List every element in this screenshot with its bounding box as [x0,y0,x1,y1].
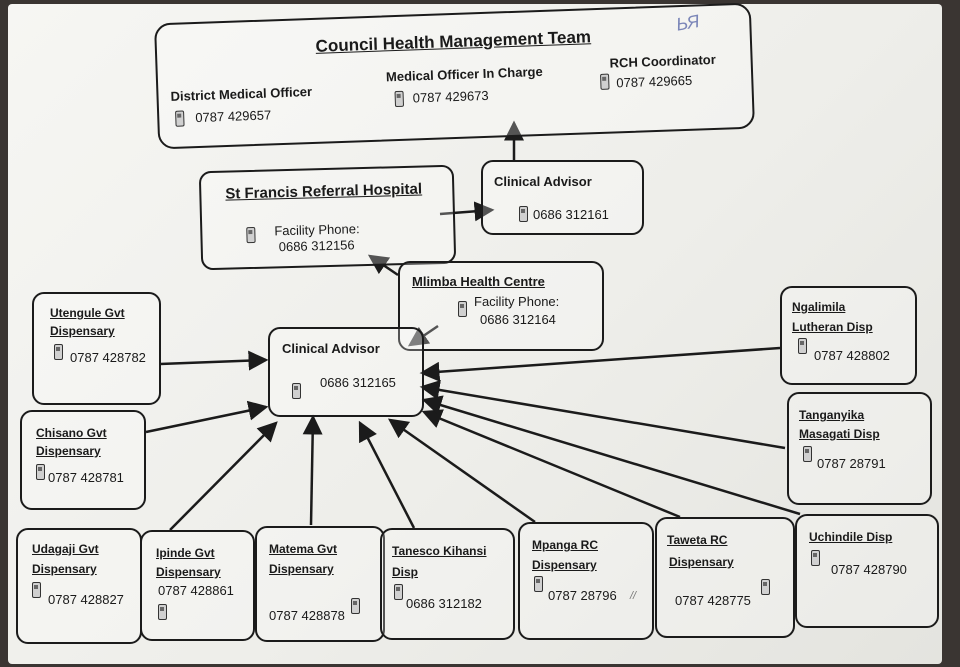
tanesco-name-line2: Disp [392,565,419,579]
arrow-mlimba-to-hospital [367,254,399,277]
tanganyika-name-line1: Tanganyika [799,408,865,422]
handwritten-mark: ЬЯ [674,10,701,35]
utengule-box: Utengule Gvt Dispensary 0787 428782 [32,292,161,405]
arrow-matema-to-center [302,414,323,526]
matema-box: Matema Gvt Dispensary 0787 428878 [255,526,385,642]
dmo-title: District Medical Officer [170,83,313,104]
phone-icon [811,550,820,566]
dmo-phone: 0787 429657 [195,107,272,126]
arrow-tanesco-to-center [358,420,416,529]
ipinde-phone: 0787 428861 [158,583,234,598]
uchindile-phone: 0787 428790 [831,562,907,577]
phone-icon [292,383,301,399]
matema-name-line1: Matema Gvt [269,542,338,556]
taweta-box: Taweta RC Dispensary 0787 428775 [655,517,795,638]
chisano-phone: 0787 428781 [48,470,124,485]
phone-icon [534,576,543,592]
chisano-name-line1: Chisano Gvt [36,426,107,440]
phone-icon [803,446,812,462]
mlimba-phone-label: Facility Phone: [474,294,560,309]
tanesco-phone: 0686 312182 [406,596,482,611]
mpanga-name-line1: Mpanga RC [532,538,598,552]
phone-icon [394,584,403,600]
rch-title: RCH Coordinator [609,51,717,71]
mlimba-box: Mlimba Health Centre Facility Phone: 068… [398,261,604,351]
utengule-name-line2: Dispensary [50,324,115,338]
phone-icon [246,226,256,244]
udagaji-name-line1: Udagaji Gvt [32,542,99,556]
center-clinical-advisor-phone: 0686 312165 [320,375,396,390]
moic-phone: 0787 429673 [412,87,489,106]
chmt-box: Council Health Management Team District … [153,2,756,150]
center-clinical-advisor-title: Clinical Advisor [282,341,380,356]
udagaji-box: Udagaji Gvt Dispensary 0787 428827 [16,528,142,644]
mpanga-phone: 0787 28796 [548,588,617,603]
matema-name-line2: Dispensary [269,562,334,576]
taweta-name-line2: Dispensary [669,555,734,569]
phone-icon [600,73,610,90]
chisano-name-line2: Dispensary [36,444,101,458]
top-clinical-advisor-title: Clinical Advisor [494,174,592,189]
arrow-mpanga-to-center [387,418,536,524]
top-clinical-advisor-box: Clinical Advisor 0686 312161 [481,160,644,235]
referral-hospital-box: St Francis Referral Hospital Facility Ph… [198,164,457,271]
utengule-name-line1: Utengule Gvt [50,306,125,320]
ngalimila-box: Ngalimila Lutheran Disp 0787 428802 [780,286,917,385]
ngalimila-name-line2: Lutheran Disp [792,320,873,334]
moic-title: Medical Officer In Charge [385,63,543,85]
chart-paper [8,4,942,664]
tanganyika-name-line2: Masagati Disp [799,427,880,441]
uchindile-box: Uchindile Disp 0787 428790 [795,514,939,628]
rch-phone: 0787 429665 [616,72,693,91]
tanesco-name-line1: Tanesco Kihansi [392,544,487,558]
arrow-hospital-to-clinical-advisor [439,201,495,222]
ngalimila-name-line1: Ngalimila [792,300,846,314]
arrow-uchindile-to-center [421,395,801,516]
arrow-taweta-to-center [421,409,681,519]
arrow-chisano-to-center [145,400,269,434]
phone-icon [394,90,405,108]
phone-icon [458,301,467,317]
taweta-phone: 0787 428775 [675,593,751,608]
phone-icon [158,604,167,620]
arrow-ipinde-to-center [169,421,278,531]
phone-icon [351,598,360,614]
arrow-mlimba-to-center [407,324,439,347]
tanganyika-phone: 0787 28791 [817,456,886,471]
utengule-phone: 0787 428782 [70,350,146,365]
arrow-utengule-to-center [159,350,269,371]
tanesco-box: Tanesco Kihansi Disp 0686 312182 [380,528,515,640]
ipinde-box: Ipinde Gvt Dispensary 0787 428861 [140,530,255,641]
phone-icon [519,206,528,222]
top-clinical-advisor-phone: 0686 312161 [533,207,609,222]
udagaji-name-line2: Dispensary [32,562,97,576]
chisano-box: Chisano Gvt Dispensary 0787 428781 [20,410,146,510]
arrow-tanganyika-to-center [419,380,786,450]
referral-hospital-name: St Francis Referral Hospital [225,180,423,203]
referral-hospital-phone: 0686 312156 [278,237,355,255]
taweta-name-line1: Taweta RC [667,533,728,547]
phone-icon [761,579,770,595]
phone-icon [36,464,45,480]
mpanga-name-line2: Dispensary [532,558,597,572]
tanganyika-box: Tanganyika Masagati Disp 0787 28791 [787,392,932,505]
phone-icon [54,344,63,360]
arrow-ngalimila-to-center [419,346,781,382]
phone-icon [32,582,41,598]
matema-phone: 0787 428878 [269,608,345,623]
mpanga-box: Mpanga RC Dispensary 0787 28796 // [518,522,654,640]
udagaji-phone: 0787 428827 [48,592,124,607]
ipinde-name-line2: Dispensary [156,565,221,579]
ipinde-name-line1: Ipinde Gvt [156,546,215,560]
ngalimila-phone: 0787 428802 [814,348,890,363]
phone-icon [175,110,185,127]
phone-icon [798,338,807,354]
mlimba-name: Mlimba Health Centre [412,274,545,289]
mlimba-phone: 0686 312164 [480,312,556,327]
uchindile-name: Uchindile Disp [809,530,893,544]
mpanga-mark: // [630,590,637,602]
center-clinical-advisor-box: Clinical Advisor 0686 312165 [268,327,424,417]
